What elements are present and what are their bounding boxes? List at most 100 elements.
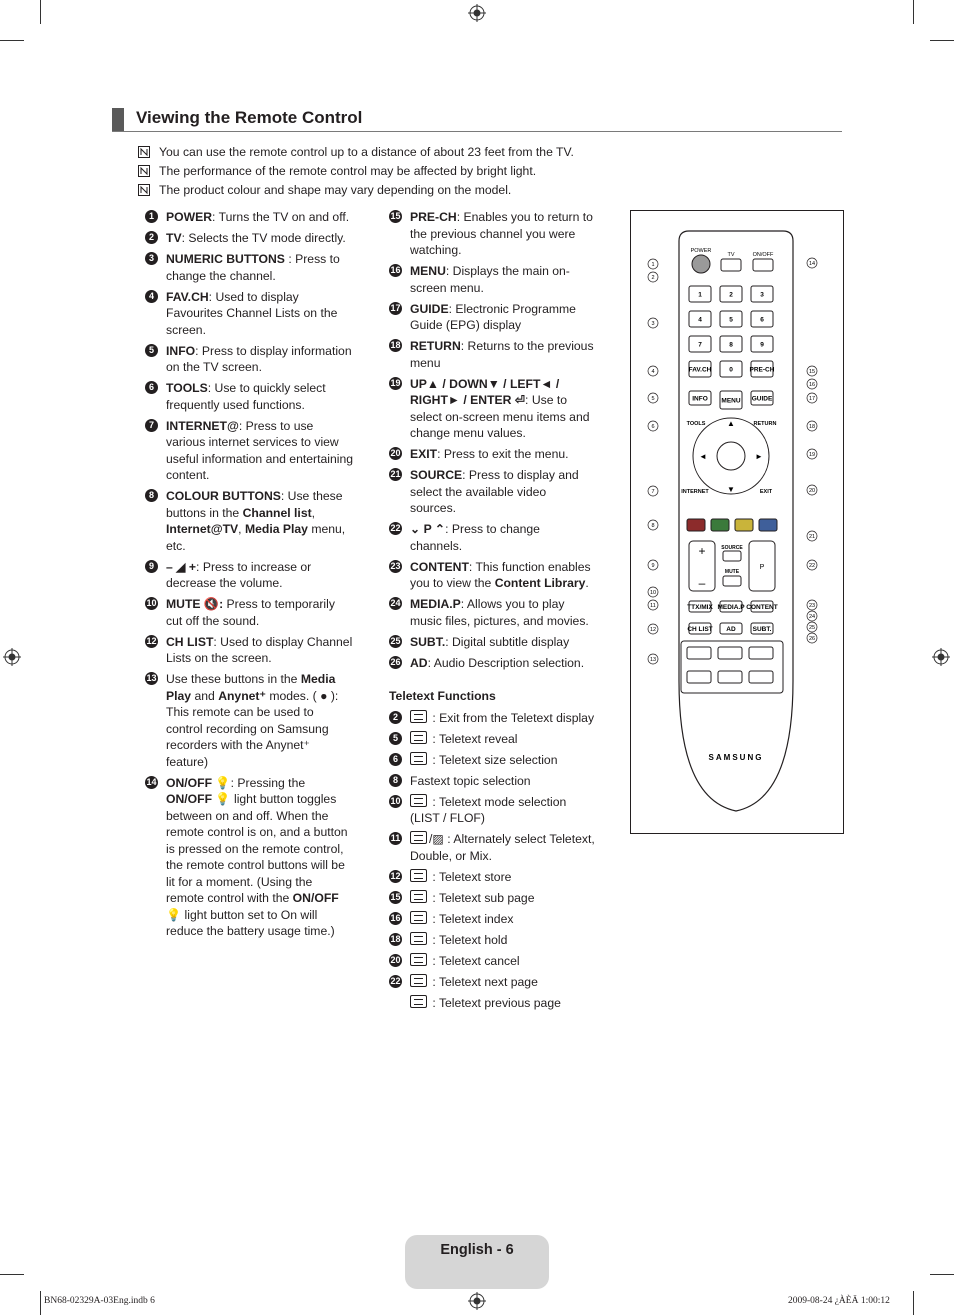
callout-label: 23 (809, 603, 815, 609)
callout-marker (806, 392, 818, 404)
key-description: : Press to use various internet services… (166, 418, 353, 483)
right-item-list: 15 PRE-CH: Enables you to return to the p… (389, 209, 595, 671)
digit-key (719, 360, 743, 378)
media-key (748, 670, 774, 684)
subt-key (750, 622, 774, 635)
teletext-item: 22 : Teletext next page (389, 973, 595, 991)
callout-number: 11 (389, 832, 402, 845)
callout-label: 22 (809, 563, 815, 569)
key-name: ON/OFF (166, 775, 213, 790)
callout-label: 21 (809, 534, 815, 540)
left-arrow-icon: ◄ (699, 452, 707, 461)
key-description: and (191, 688, 219, 703)
callout-label: 16 (809, 382, 815, 388)
callout-marker (806, 632, 818, 644)
key-description: : Press to exit the menu. (437, 447, 569, 461)
remote-key-label: INFO (692, 396, 708, 403)
key-name: SUBT. (410, 634, 446, 649)
teletext-icon (410, 751, 427, 765)
crop-mark (40, 1291, 41, 1315)
footer-badge (405, 1235, 549, 1289)
guide-key (750, 390, 774, 406)
key-name: COLOUR BUTTONS (166, 489, 281, 503)
callout-marker (647, 392, 659, 404)
key-name: EXIT (410, 447, 438, 461)
callout-number: 15 (389, 210, 402, 223)
callout-marker (647, 271, 659, 283)
callout-marker (806, 530, 818, 542)
callout-label: 5 (651, 396, 654, 402)
teletext-text: : Teletext next page (429, 974, 538, 989)
callout-number: 6 (145, 381, 158, 394)
callout-number: 21 (389, 468, 402, 481)
teletext-icon (410, 709, 427, 723)
key-description: : Press to increase or decrease the volu… (166, 559, 312, 591)
callout-label: 25 (809, 625, 815, 631)
note-text: You can use the remote control up to a d… (159, 145, 574, 159)
key-name: ⌄ P ⌃ (410, 522, 446, 536)
key-name: Media Play (166, 672, 336, 703)
callout-number: 5 (389, 731, 402, 745)
callout-number: 19 (389, 376, 402, 390)
right-arrow-icon: ► (755, 452, 763, 461)
callout-label: 8 (651, 523, 654, 529)
callout-marker (647, 365, 659, 377)
key-description: : Use to quickly select frequently used … (166, 381, 326, 412)
remote-key-label: 4 (698, 317, 702, 324)
teletext-text: /▨ : Alternately select Teletext, Double… (410, 832, 595, 863)
remote-key-label: MEDIA.P (717, 604, 745, 611)
key-name: CH LIST (166, 634, 214, 649)
key-description: : Displays the main on-screen menu. (410, 264, 570, 295)
teletext-item: : Teletext previous page (389, 994, 595, 1012)
remote-label: TV (727, 252, 734, 258)
callout-number: 6 (389, 752, 402, 766)
key-name: PRE-CH (410, 210, 457, 224)
callout-number: 5 (145, 343, 158, 357)
remote-key-label: GUIDE (752, 396, 773, 403)
callout-number: 24 (389, 597, 402, 610)
key-name: RETURN (410, 339, 461, 353)
key-description: 💡 light button set to On will reduce the… (166, 907, 335, 939)
key-name: Content Library (494, 576, 586, 590)
digit-key (688, 335, 712, 353)
crop-mark (0, 1274, 24, 1275)
registration-mark-icon (468, 1292, 486, 1310)
callout-marker (647, 420, 659, 432)
callout-marker (806, 378, 818, 390)
remote-key-description: 15 PRE-CH: Enables you to return to the p… (389, 209, 595, 259)
key-description: : Enables you to return to the previous … (410, 210, 593, 257)
callout-number: 14 (145, 775, 158, 789)
callout-number: 10 (145, 597, 158, 610)
callout-number: 13 (145, 672, 158, 685)
key-description: menu, etc. (166, 522, 346, 553)
key-description: 💡 light button toggles between on and of… (166, 792, 348, 905)
remote-key-label: AD (726, 626, 736, 633)
key-name: Channel list (242, 505, 312, 520)
callout-number: 23 (389, 559, 402, 573)
teletext-icon (410, 910, 427, 924)
teletext-text: : Teletext previous page (429, 995, 561, 1010)
teletext-text: Fastext topic selection (410, 773, 531, 788)
ttxmix-key (688, 600, 712, 613)
callout-number: 22 (389, 522, 402, 535)
key-description: Press to temporarily cut off the sound. (166, 597, 335, 628)
teletext-text: : Teletext hold (429, 932, 508, 947)
key-description: : Use to select on-screen menu items and… (410, 393, 590, 440)
digit-key (688, 310, 712, 328)
callout-number: 15 (389, 890, 402, 904)
teletext-text: : Teletext reveal (429, 731, 518, 746)
teletext-icon (410, 931, 427, 945)
callout-label: 12 (650, 627, 656, 633)
remote-key-label: 9 (760, 342, 764, 349)
key-description: : Press to display and select the availa… (410, 468, 579, 515)
key-description: : Allows you to play music files, pictur… (410, 597, 589, 628)
callout-label: 3 (651, 321, 654, 327)
